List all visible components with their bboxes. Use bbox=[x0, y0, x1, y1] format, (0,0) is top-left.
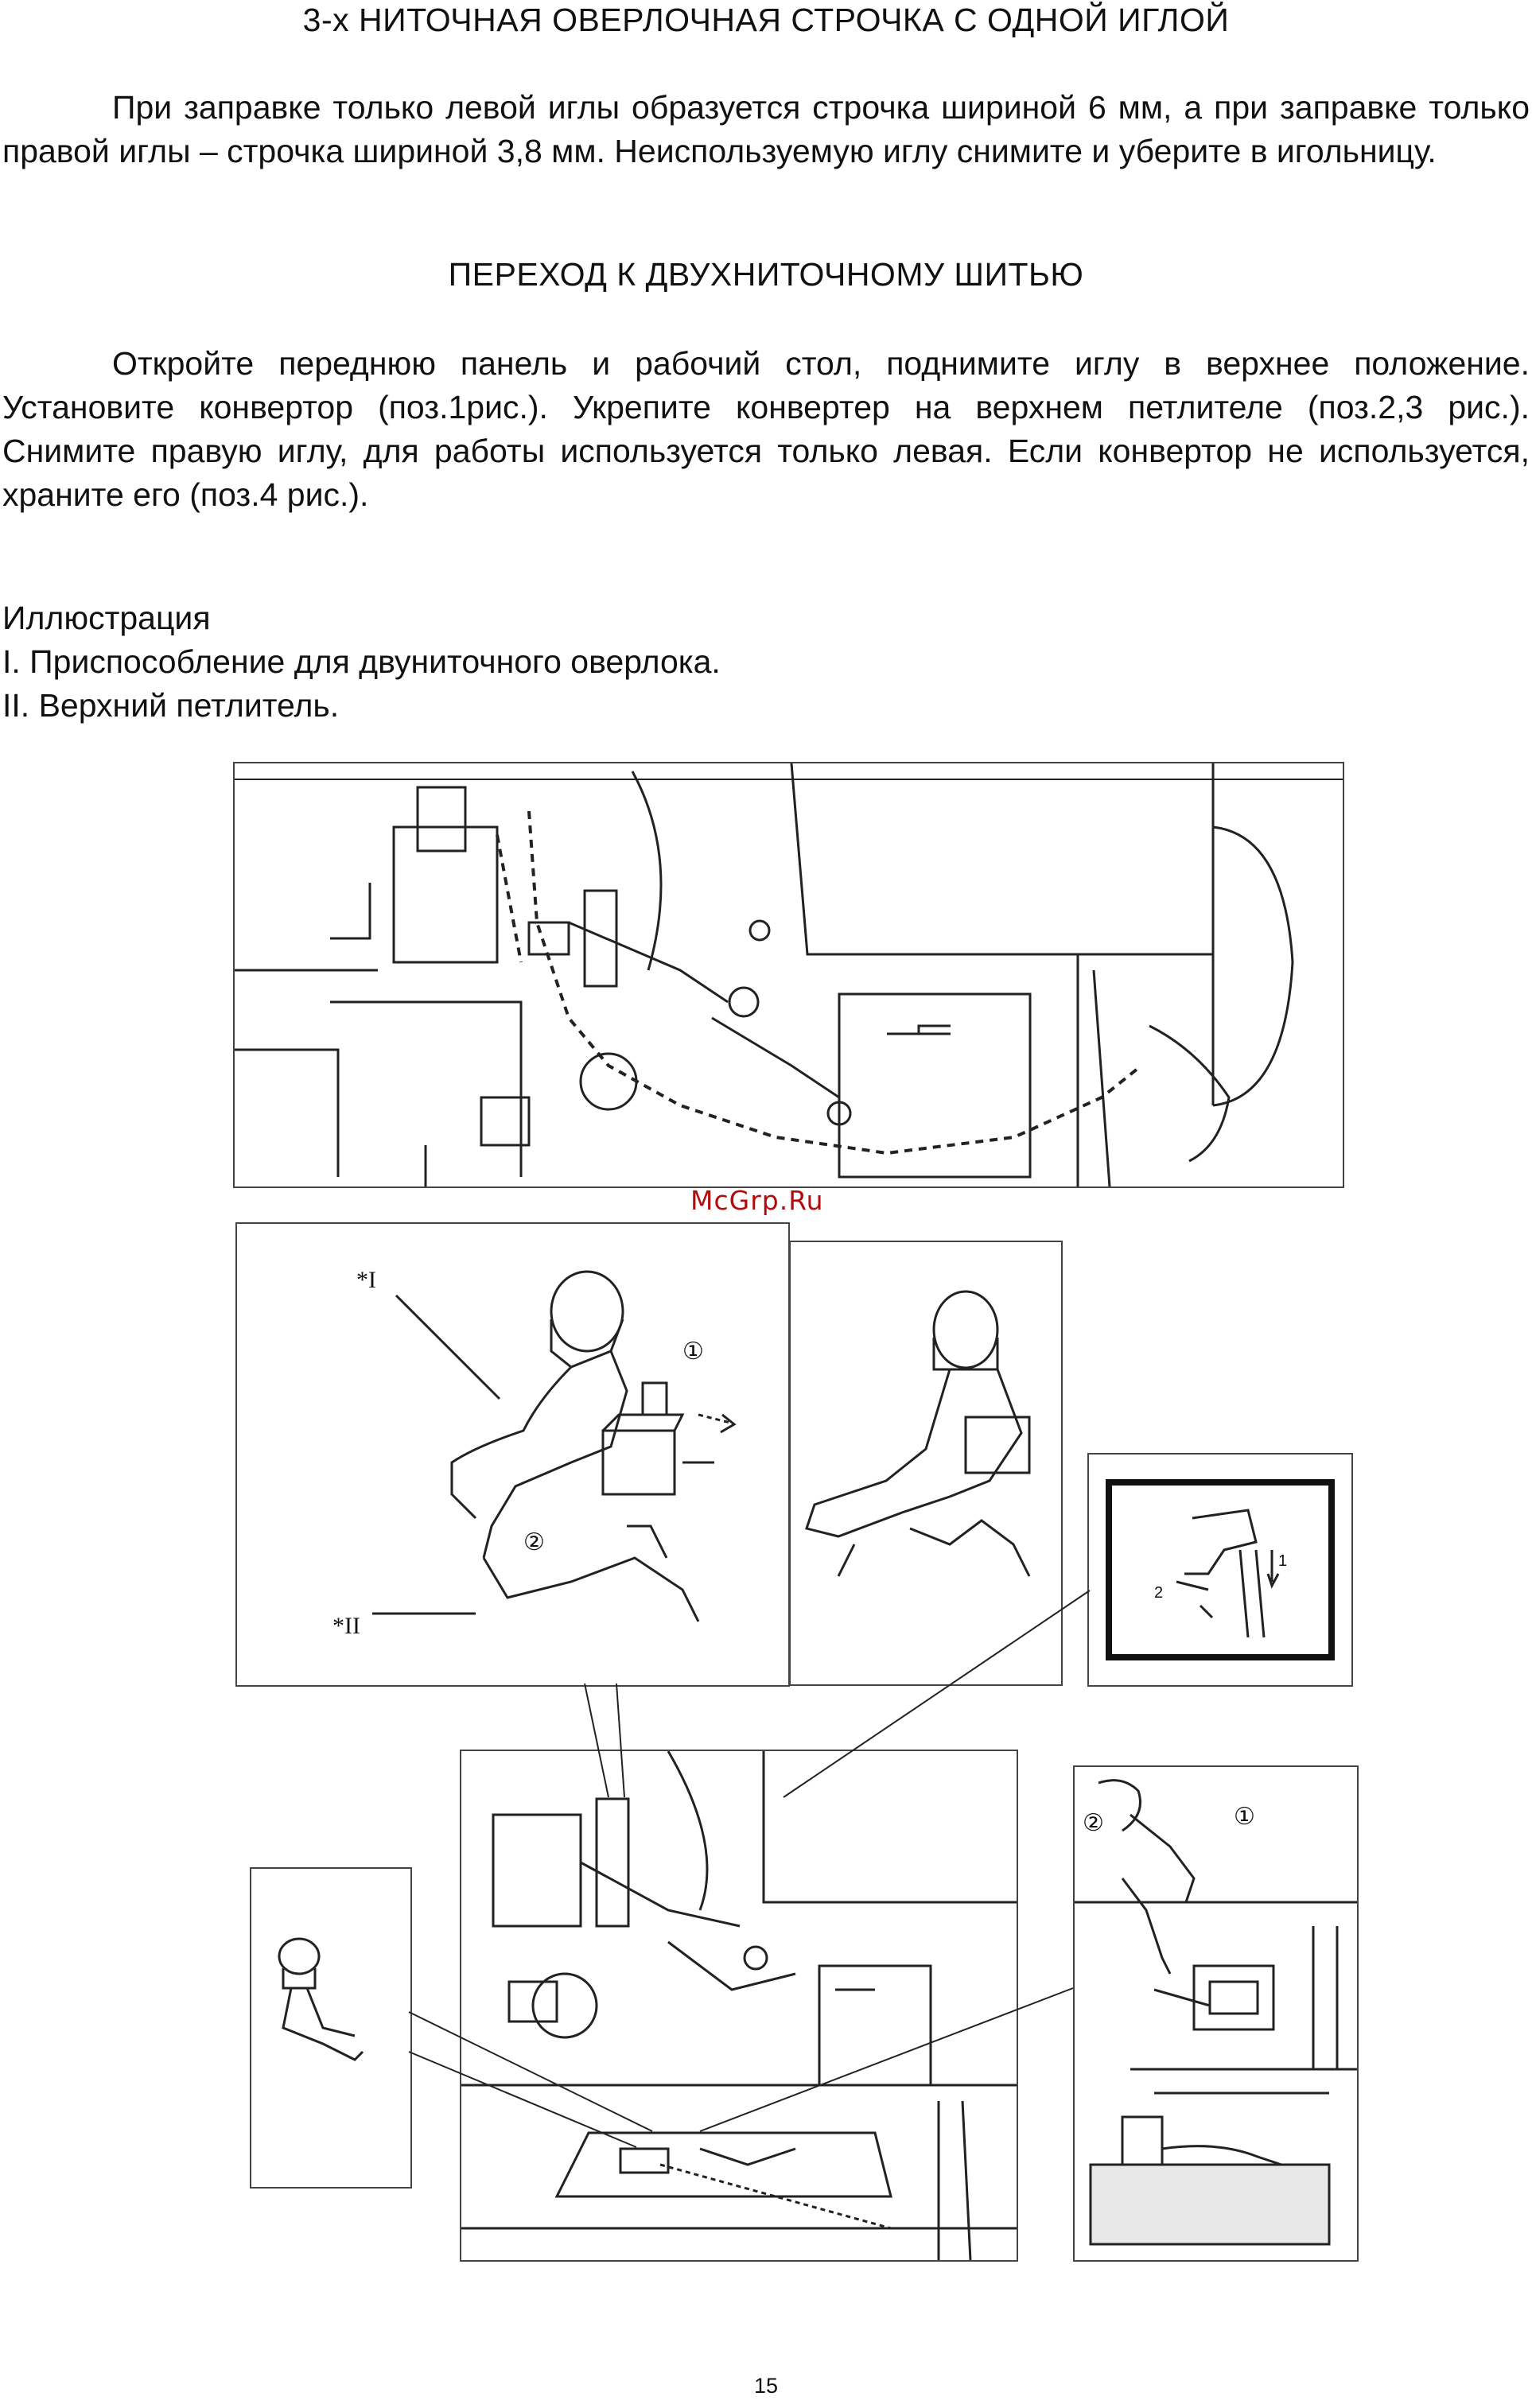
figure-small-looper bbox=[250, 1867, 412, 2189]
paragraph-two-thread-text: Откройте переднюю панель и рабочий стол,… bbox=[2, 345, 1530, 513]
illustration-heading: Иллюстрация bbox=[2, 600, 211, 636]
paragraph-two-thread: Откройте переднюю панель и рабочий стол,… bbox=[2, 342, 1530, 517]
mark-I-label: *I bbox=[356, 1267, 376, 1293]
inset-label-2: 2 bbox=[1154, 1584, 1163, 1602]
figure-converter-storage: ② ① bbox=[1073, 1765, 1359, 2262]
mark-II-label: *II bbox=[332, 1613, 360, 1639]
page-title: 3-х НИТОЧНАЯ ОВЕРЛОЧНАЯ СТРОЧКА С ОДНОЙ … bbox=[302, 2, 1230, 38]
small-looper-drawing bbox=[278, 1937, 364, 2061]
paragraph-single-needle-text: При заправке только левой иглы образуетс… bbox=[2, 89, 1530, 169]
illustration-caption: Иллюстрация I. Приспособление для двунит… bbox=[2, 596, 721, 728]
section-title-two-thread: ПЕРЕХОД К ДВУХНИТОЧНОМУ ШИТЬЮ bbox=[448, 256, 1084, 293]
circle-2-label: ② bbox=[523, 1529, 545, 1555]
storage-circle-1: ① bbox=[1234, 1804, 1255, 1830]
illustration-item-2: II. Верхний петлитель. bbox=[2, 687, 340, 724]
storage-circle-2: ② bbox=[1083, 1810, 1104, 1836]
figure-converter-installed bbox=[789, 1241, 1063, 1686]
inset-arrows-drawing: 1 2 bbox=[1106, 1479, 1335, 1660]
circle-1-label: ① bbox=[682, 1338, 704, 1365]
converter-storage-drawing: ② ① bbox=[1075, 1779, 1357, 2246]
paragraph-single-needle: При заправке только левой иглы образуетс… bbox=[2, 86, 1530, 173]
converter-detail-drawing: *I *II ① ② bbox=[332, 1267, 737, 1639]
illustration-item-1: I. Приспособление для двуниточного оверл… bbox=[2, 643, 721, 680]
converter-installed-drawing bbox=[805, 1290, 1031, 1577]
figure-machine-converter bbox=[460, 1750, 1018, 2262]
figure-inset-arrows: 1 2 bbox=[1087, 1453, 1353, 1687]
inset-label-1: 1 bbox=[1278, 1552, 1287, 1570]
machine-threading-drawing bbox=[235, 763, 1343, 1187]
figure-converter-detail: *I *II ① ② bbox=[235, 1222, 790, 1687]
page-number: 15 bbox=[753, 2374, 779, 2398]
figure-machine-threading bbox=[233, 762, 1344, 1188]
machine-converter-drawing bbox=[461, 1751, 1017, 2260]
watermark: McGrp.Ru bbox=[690, 1185, 824, 1216]
